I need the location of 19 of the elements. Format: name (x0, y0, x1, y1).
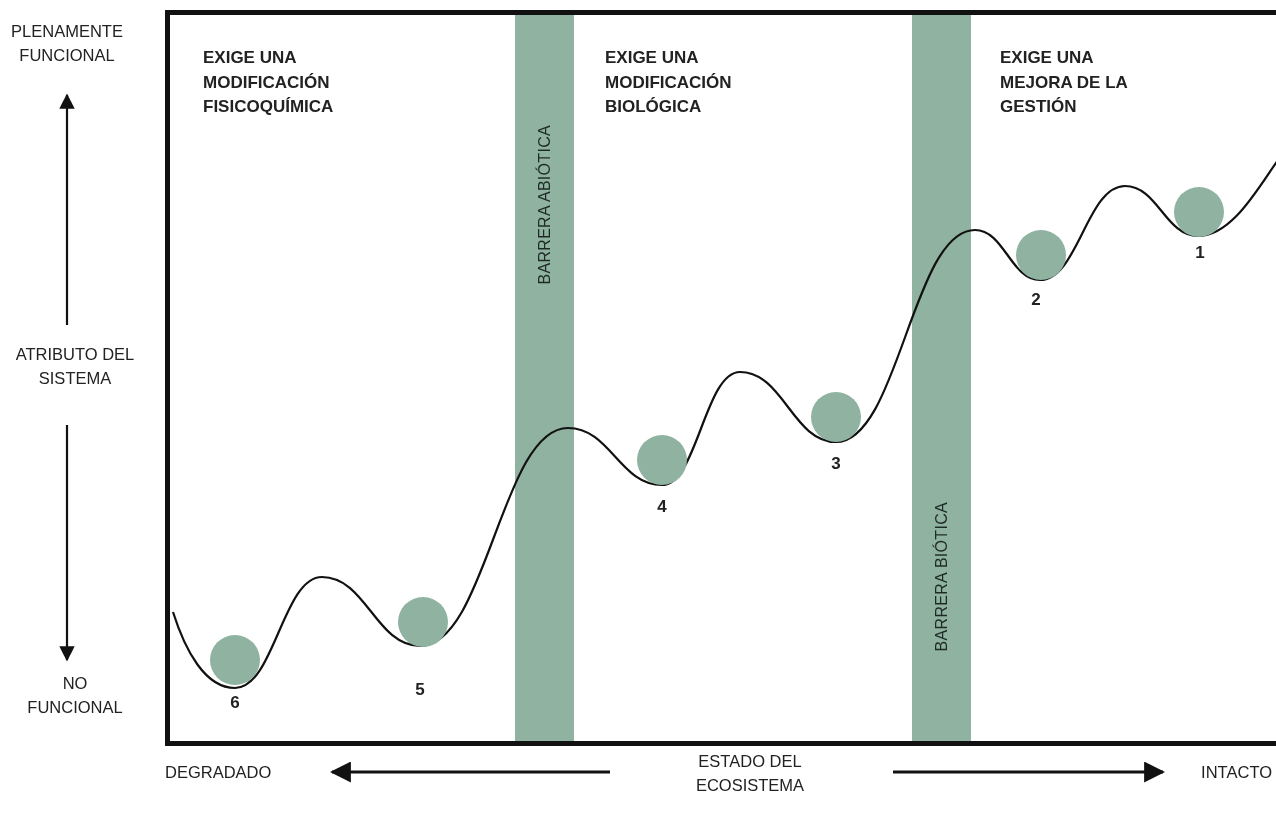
band-label: BARRERA ABIÓTICA (535, 125, 554, 285)
axis-label: ESTADO DEL ECOSISTEMA (694, 751, 806, 796)
barrier-band (515, 15, 574, 741)
state-number: 1 (1194, 242, 1206, 264)
state-number: 5 (414, 679, 426, 701)
state-number: 4 (656, 496, 668, 518)
state-number: 3 (830, 453, 842, 475)
state-number: 6 (229, 692, 241, 714)
axis-label: DEGRADADO (165, 762, 273, 783)
axis-label: NO FUNCIONAL (26, 673, 124, 718)
band-label: BARRERA BIÓTICA (932, 501, 951, 651)
axis-label: PLENAMENTE FUNCIONAL (10, 21, 124, 66)
axis-label: ATRIBUTO DEL SISTEMA (14, 344, 136, 389)
state-number: 2 (1030, 289, 1042, 311)
axis-label: INTACTO (1200, 762, 1272, 783)
region-heading: EXIGE UNA MODIFICACIÓN BIOLÓGICA (605, 47, 733, 119)
region-heading: EXIGE UNA MODIFICACIÓN FISICOQUÍMICA (203, 47, 335, 119)
region-heading: EXIGE UNA MEJORA DE LA GESTIÓN (1000, 47, 1129, 119)
barrier-band (912, 15, 971, 741)
